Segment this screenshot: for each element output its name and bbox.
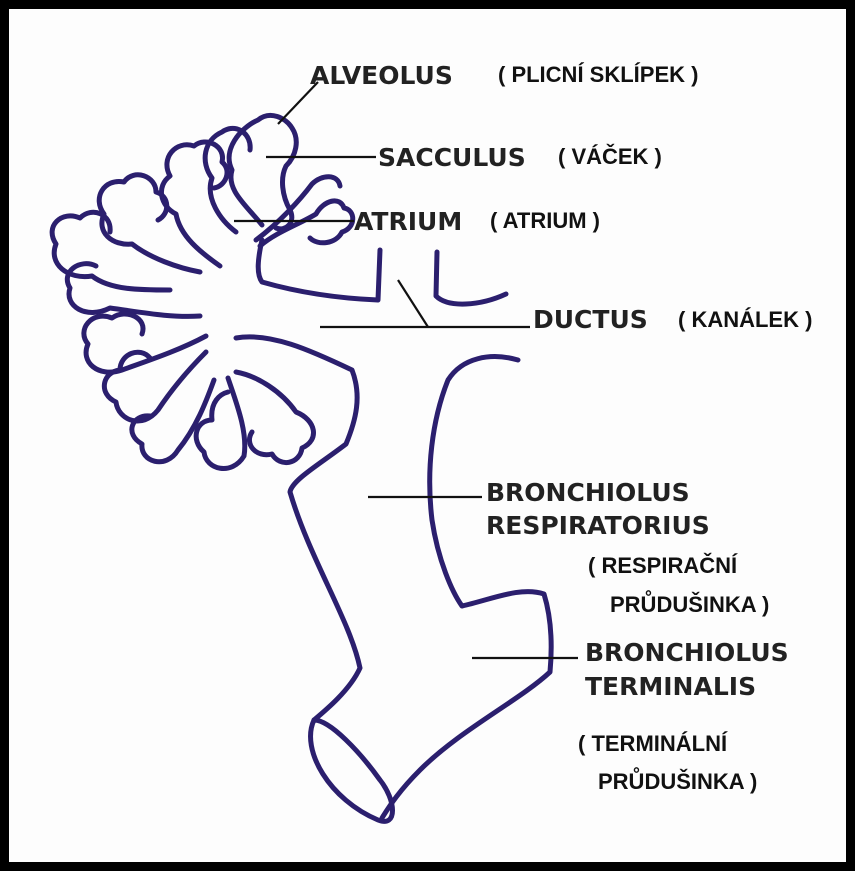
bronchiole-wall-right — [382, 357, 551, 818]
label-bronchiolus-respiratorius-translation-line1: ( RESPIRAČNÍ — [588, 555, 737, 577]
duct-wall-left — [258, 240, 380, 300]
label-bronchiolus-terminalis-line2: TERMINALIS — [585, 674, 756, 699]
alveolar-lobe-upper-left — [161, 142, 227, 266]
label-alveolus-translation: ( PLICNÍ SKLÍPEK ) — [498, 64, 698, 86]
label-ductus: DUCTUS — [533, 307, 648, 332]
leader-ductus-diagonal — [398, 280, 428, 327]
label-bronchiolus-respiratorius-line2: RESPIRATORIUS — [486, 513, 710, 538]
label-sacculus-translation: ( VÁČEK ) — [558, 146, 662, 168]
label-alveolus: ALVEOLUS — [310, 63, 453, 88]
label-bronchiolus-terminalis-translation-line2: PRŮDUŠINKA ) — [598, 771, 757, 793]
label-bronchiolus-terminalis-line1: BRONCHIOLUS — [585, 640, 789, 665]
label-sacculus: SACCULUS — [378, 145, 526, 170]
label-atrium: ATRIUM — [354, 209, 462, 234]
alveolar-lobe-lower-left — [84, 314, 206, 372]
alveolar-lobe-bottom-mid — [196, 378, 245, 468]
alveolar-lobe-right-mid — [256, 177, 340, 240]
alveolar-lobe-bottom-right — [236, 372, 313, 463]
duct-wall-right — [436, 252, 506, 304]
label-atrium-translation: ( ATRIUM ) — [490, 210, 600, 232]
label-bronchiolus-respiratorius-line1: BRONCHIOLUS — [486, 480, 690, 505]
bronchiole-cut-opening — [311, 720, 393, 821]
alveolar-lobe-bottom-left — [104, 352, 206, 421]
label-ductus-translation: ( KANÁLEK ) — [678, 309, 812, 331]
bronchiole-wall-left — [236, 337, 360, 720]
label-bronchiolus-terminalis-translation-line1: ( TERMINÁLNÍ — [578, 733, 727, 755]
alveolar-lobe-left — [99, 175, 200, 272]
label-bronchiolus-respiratorius-translation-line2: PRŮDUŠINKA ) — [610, 594, 769, 616]
